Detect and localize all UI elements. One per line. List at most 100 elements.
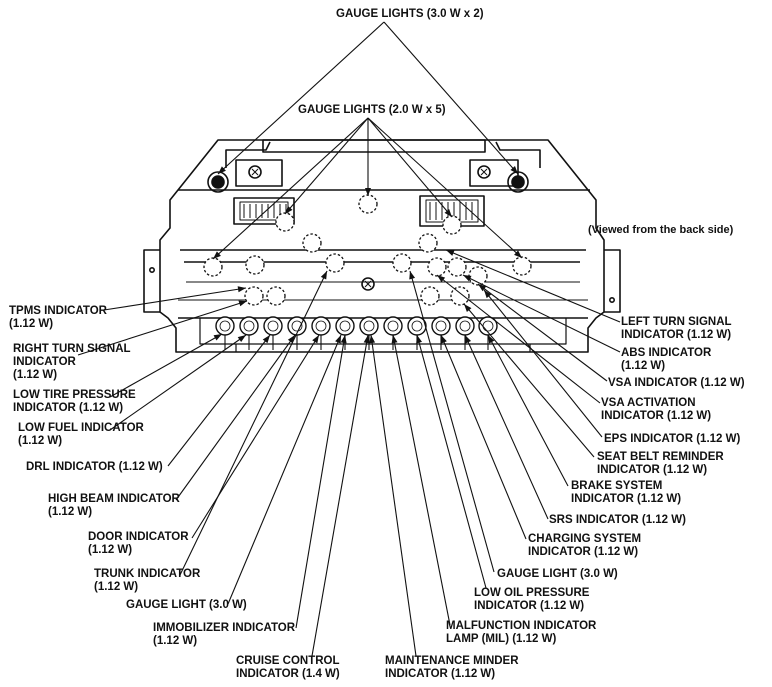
leader-low-oil-pressure [416,334,487,589]
leader-charging-system [440,334,527,540]
bulb-socket-inner [291,320,303,332]
dashed-bulb-socket [442,215,462,235]
label-low-fuel: LOW FUEL INDICATOR (1.12 W) [18,422,144,447]
arrowhead [218,166,226,174]
bulb-socket-inner [459,320,471,332]
arrowhead [463,275,472,282]
arrowhead [465,335,472,344]
label-right-turn-signal: RIGHT TURN SIGNAL INDICATOR (1.12 W) [13,343,131,381]
leader-cruise-control [311,334,369,657]
bulb-socket-inner [411,320,423,332]
bulb-socket-inner [435,320,447,332]
arrowhead [238,300,247,307]
leader-abs [462,274,621,353]
bulb-socket-inner [315,320,327,332]
bulb-socket-inner [243,320,255,332]
dashed-bulb-socket [203,257,223,277]
arrowhead [416,335,422,344]
arrowhead [488,335,495,344]
arrowhead [237,286,246,293]
label-door: DOOR INDICATOR (1.12 W) [88,531,189,556]
label-maintenance-minder: MAINTENANCE MINDER INDICATOR (1.12 W) [385,655,519,680]
label-eps: EPS INDICATOR (1.12 W) [604,433,741,445]
arrowhead [369,335,376,344]
bulb-socket [359,316,379,336]
arrowhead [340,335,347,344]
arrowhead [478,284,487,292]
gauge-lights-mid-label: GAUGE LIGHTS (2.0 W x 5) [298,104,446,116]
leader-gauge-light-left [227,334,342,605]
viewed-from-back-note: (Viewed from the back side) [588,224,734,236]
leader-gauge-lights-mid [367,117,523,259]
dashed-bulb-socket [427,257,447,277]
label-malfunction-indicator: MALFUNCTION INDICATOR LAMP (MIL) (1.12 W… [446,620,597,645]
bulb-socket [239,316,259,336]
dashed-bulb-socket [302,233,322,253]
arrowhead [437,275,446,283]
leader-gauge-light-right [409,270,495,573]
label-brake-system: BRAKE SYSTEM INDICATOR (1.12 W) [571,480,682,505]
bulb-socket-inner [387,320,399,332]
arrowhead [213,334,222,341]
dashed-bulb-socket [275,212,295,232]
arrowhead [514,250,522,258]
bulb-socket-inner [339,320,351,332]
arrowhead [409,271,416,280]
arrowhead [262,335,270,344]
leader-left-turn-signal [445,249,621,323]
arrowhead [363,335,370,344]
bulb-socket-inner [267,320,279,332]
leader-malfunction-indicator [392,334,451,626]
leader-srs [464,334,549,520]
dashed-bulb-socket [358,194,378,214]
leader-trunk [179,270,328,576]
arrowhead [213,251,221,259]
label-abs: ABS INDICATOR (1.12 W) [621,347,712,372]
leader-right-turn-signal [77,300,248,356]
label-drl: DRL INDICATOR (1.12 W) [26,461,163,473]
connector-pins [243,202,473,220]
leader-gauge-lights-mid [367,117,453,218]
dashed-bulb-socket [512,256,532,276]
dashed-bulb-socket [392,253,412,273]
label-high-beam: HIGH BEAM INDICATOR (1.12 W) [48,493,180,518]
leader-brake-system [487,334,569,487]
bulb-socket [335,316,355,336]
label-left-turn-signal: LEFT TURN SIGNAL INDICATOR (1.12 W) [621,316,732,341]
leader-immobilizer [295,334,346,629]
label-cruise-control: CRUISE CONTROL INDICATOR (1.4 W) [236,655,340,680]
leader-vsa [477,283,608,382]
label-gauge-light-right: GAUGE LIGHT (3.0 W) [497,568,618,580]
leader-gauge-lights-mid [284,117,369,215]
label-immobilizer: IMMOBILIZER INDICATOR (1.12 W) [153,622,296,647]
dashed-bulb-socket [447,257,467,277]
leader-eps [483,289,603,438]
bulb-socket [215,316,235,336]
arrowhead [237,335,246,343]
label-seat-belt-reminder: SEAT BELT REMINDER INDICATOR (1.12 W) [597,451,724,476]
arrowhead [335,335,341,344]
leader-maintenance-minder [370,334,417,657]
leader-gauge-lights-mid [212,117,369,260]
bulb-socket [455,316,475,336]
leader-tpms [103,287,247,311]
arrowhead [365,188,371,196]
label-low-tire-pressure: LOW TIRE PRESSURE INDICATOR (1.12 W) [13,389,136,414]
leader-lines [77,21,621,657]
arrowhead [391,335,398,344]
bulb-socket [383,316,403,336]
dashed-bulb-socket [420,286,440,306]
arrowhead [464,304,472,313]
arrowhead [285,205,293,214]
label-vsa-activation: VSA ACTIVATION INDICATOR (1.12 W) [601,397,712,422]
gauge-lights-top-label: GAUGE LIGHTS (3.0 W x 2) [336,8,484,20]
arrowhead [312,335,319,344]
arrowheads [213,166,522,344]
bulb-socket-inner [363,320,375,332]
dashed-bulb-socket [245,255,265,275]
dashed-bulb-socket [450,286,470,306]
label-low-oil-pressure: LOW OIL PRESSURE INDICATOR (1.12 W) [474,587,590,612]
leader-vsa-activation [436,274,601,404]
leader-seat-belt-reminder [463,303,595,458]
leader-low-tire-pressure [109,333,223,398]
